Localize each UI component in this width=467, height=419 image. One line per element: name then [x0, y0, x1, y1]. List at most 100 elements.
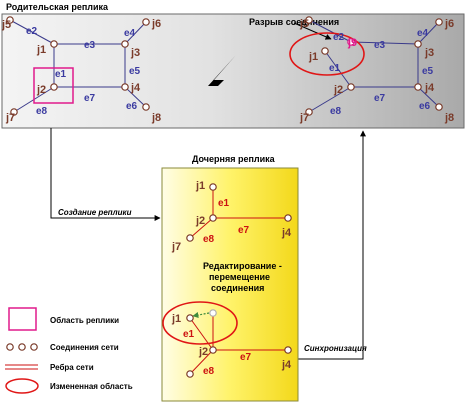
changed-area-ellipse-child [162, 301, 238, 345]
label-j1-right: j1 [308, 51, 318, 63]
child-junction-j4 [284, 214, 292, 222]
legend: Область реплики Соединения сети Ребра се… [5, 307, 133, 394]
junction-j6 [142, 18, 150, 26]
child-junction-j2-lower [209, 346, 217, 354]
child-replica-panel [161, 167, 299, 402]
label-e8-right: e8 [330, 106, 342, 117]
label-e7: e7 [84, 93, 96, 104]
junction-j1 [50, 40, 58, 48]
child-junction-j1 [209, 183, 217, 191]
label-j5-right: j5 [299, 18, 309, 30]
junction-j3-right [414, 40, 422, 48]
legend-junctions-label: Соединения сети [50, 343, 119, 352]
label-e1: e1 [55, 69, 67, 80]
junction-j5-right [305, 16, 313, 24]
legend-junctions-swatch [6, 343, 38, 351]
break-label: Разрыв соединения [249, 17, 339, 27]
label-j1: j1 [36, 44, 46, 56]
junction-j8 [142, 103, 150, 111]
child-label-e8: e8 [203, 234, 215, 245]
label-j7: j7 [5, 112, 15, 124]
junction-j7 [10, 108, 18, 116]
child-label-e7: e7 [238, 225, 250, 236]
label-e2: e2 [26, 26, 38, 37]
parent-right-junctions [305, 16, 443, 116]
lightning-bolt-icon [198, 55, 236, 106]
child-lower-label-j1: j1 [171, 313, 181, 325]
junction-j3 [121, 40, 129, 48]
edit-label-line2: перемещение [209, 272, 270, 282]
label-e5: e5 [129, 66, 141, 77]
child-lower-label-e8: e8 [203, 366, 215, 377]
label-e1-right: e1 [329, 63, 341, 74]
label-j3-right: j3 [424, 47, 434, 59]
child-junction-j7-lower [186, 370, 194, 378]
create-replica-label: Создание реплики [58, 208, 132, 217]
changed-area-ellipse-parent [289, 32, 365, 76]
child-lower-network [189, 313, 288, 375]
label-j4: j4 [130, 82, 141, 94]
break-pointer-arrow [293, 22, 332, 40]
legend-area-label: Область реплики [50, 316, 119, 325]
label-j4-right: j4 [424, 82, 435, 94]
label-j2: j2 [36, 84, 46, 96]
parent-right-network [308, 19, 440, 113]
label-j2-right: j2 [333, 84, 343, 96]
label-e3: e3 [84, 40, 96, 51]
edit-label-line3: соединения [211, 283, 264, 293]
junction-j8-right [435, 103, 443, 111]
junction-j6-right [435, 18, 443, 26]
child-lower-label-e1: e1 [183, 329, 195, 340]
parent-left-junctions [6, 16, 150, 116]
create-replica-arrow [50, 128, 161, 221]
child-label-j7: j7 [171, 241, 181, 253]
label-e4-right: e4 [417, 28, 429, 39]
child-junction-j4-lower [284, 346, 292, 354]
label-e7-right: e7 [374, 93, 386, 104]
sync-arrow [298, 130, 366, 360]
child-junction-j7 [186, 234, 194, 242]
junction-j4-right [414, 83, 422, 91]
child-junction-ghost [209, 309, 217, 317]
child-replica-title: Дочерняя реплика [192, 154, 276, 164]
label-e5-right: e5 [422, 66, 434, 77]
child-junction-j2 [209, 214, 217, 222]
label-e2-right: e2 [333, 32, 345, 43]
parent-replica-title: Родительская реплика [6, 2, 109, 12]
child-lower-label-e7: e7 [240, 352, 252, 363]
label-j8-right: j8 [444, 112, 454, 124]
junction-j1-right [321, 47, 329, 55]
junction-j5 [6, 16, 14, 24]
legend-changed-label: Измененная область [50, 382, 133, 391]
label-e8: e8 [36, 106, 48, 117]
label-j9-right: j9 [347, 37, 357, 49]
child-lower-label-j4: j4 [281, 359, 292, 371]
label-j6: j6 [151, 18, 161, 30]
child-label-e1: e1 [218, 198, 230, 209]
replica-area-box [33, 67, 74, 104]
child-label-j4: j4 [281, 227, 292, 239]
label-j8: j8 [151, 112, 161, 124]
parent-replica-panel [1, 13, 465, 129]
label-e6: e6 [126, 101, 138, 112]
parent-left-network [9, 19, 147, 113]
child-upper-network [189, 187, 288, 239]
junction-j9-right [347, 38, 355, 46]
edit-label-line1: Редактирование - [203, 261, 282, 271]
legend-changed-swatch [5, 378, 39, 394]
child-label-j2: j2 [195, 215, 205, 227]
label-e6-right: e6 [419, 101, 431, 112]
label-j3: j3 [130, 47, 140, 59]
legend-edges-label: Ребра сети [50, 363, 94, 372]
label-j7-right: j7 [299, 112, 309, 124]
move-arrow [192, 312, 210, 318]
legend-area-swatch [8, 307, 37, 331]
junction-j2-right [347, 83, 355, 91]
label-j6-right: j6 [444, 18, 454, 30]
child-junction-j1-moved [186, 314, 194, 322]
junction-j7-right [305, 108, 313, 116]
junction-j4 [121, 83, 129, 91]
sync-label: Синхронизация [304, 344, 367, 353]
child-label-j1: j1 [195, 180, 205, 192]
